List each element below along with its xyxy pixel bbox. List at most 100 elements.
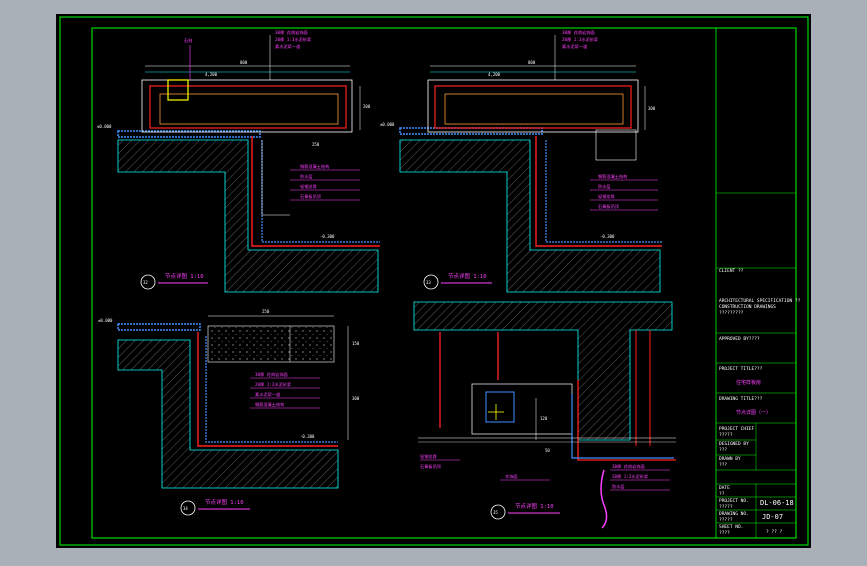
detail-2-note-6: 轻钢龙骨 [598,193,615,200]
detail-1-note-7: 石膏板吊顶 [300,193,322,200]
tb-sheet-value: ???? [719,530,730,536]
tb-client-line-2: CONSTRUCTION DRAWINGS [719,304,776,310]
detail-1-tag-circle [140,274,156,290]
detail-2-title: 节点详图 1:10 [448,272,487,280]
detail-2-box-outer [427,79,639,133]
tb-checked-label: PROJECT CHIEF [719,426,755,432]
detail-4-note-6: 防水层 [612,483,625,490]
detail-2-note-2: 20厚 1:3水泥砂浆 [562,36,599,43]
detail-1-dim-height: 200 [363,104,371,109]
detail-4-note-1: 轻钢龙骨 [420,453,437,460]
detail-4-title: 节点详图 1:10 [515,502,554,510]
outer-frame [59,16,809,546]
detail-3-concrete [117,339,339,489]
detail-1-box-outer [141,79,353,133]
detail-1-finish-strip [117,130,261,138]
detail-1-concrete [117,139,379,293]
detail-2-note-3: 素水泥浆一道 [562,43,588,50]
detail-4-note-5: 20厚 1:3水泥砂浆 [612,473,649,480]
detail-2-level-2: -0.300 [600,234,615,239]
detail-1-dim-inner: 4,200 [205,72,218,77]
detail-1-tag-number: 32 [143,280,148,285]
detail-2: 30厚 花岗岩饰面 20厚 1:3水泥砂浆 素水泥浆一道 800 4,200 3… [380,29,662,293]
detail-3-note-4: 钢筋混凝土结构 [255,401,284,408]
tb-drawn-value: ??? [719,462,727,468]
detail-3-dim-a: 150 [352,341,360,346]
detail-3-note-2: 20厚 1:3水泥砂浆 [255,381,292,388]
detail-2-tag-circle [423,274,439,290]
detail-4-dim-a: 120 [540,416,548,421]
detail-1-yellow-fixing [167,79,189,101]
tb-project-label: PROJECT TITLE??? [719,366,763,372]
detail-4-note-4: 30厚 花岗岩饰面 [612,463,645,470]
tb-code-b: JD-07 [762,513,783,521]
inner-frame [91,27,797,539]
detail-1-level: ±0.000 [97,124,112,129]
tb-drawing-label: DRAWING TITLE??? [719,396,763,402]
detail-3-note-1: 30厚 花岗岩饰面 [255,371,288,378]
tb-date-value: ?? [719,491,725,497]
detail-1-dim-offset: 250 [312,142,320,147]
detail-3-note-3: 素水泥浆一道 [255,391,281,398]
detail-2-note-5: 防水层 [598,183,611,190]
detail-1-note-4: 钢筋混凝土结构 [300,163,329,170]
tb-project-name: 住宅样板房 [736,379,761,386]
tb-project-no-value: ????? [719,504,733,510]
detail-2-dim-height: 300 [648,106,656,111]
detail-2-dim-top: 800 [528,60,536,65]
detail-3-level-2: -0.300 [300,434,315,439]
tb-page: ? ?? ? [766,529,783,535]
detail-4-tag-number: 35 [493,510,498,515]
detail-3-dim-b: 300 [352,396,360,401]
detail-1-box-red [149,85,347,129]
detail-3-title: 节点详图 1:10 [205,498,244,506]
detail-4-tag-circle [490,504,506,520]
title-block: CLIENT ?? ARCHITECTURAL SPECIFICATION ??… [715,28,801,538]
tb-designed-value: ??? [719,447,727,453]
tb-approved-label: APPROVED BY???? [719,336,760,342]
detail-1-note-3: 素水泥浆一道 [275,43,301,50]
detail-2-note-7: 石膏板吊顶 [598,203,620,210]
tb-client-line-1: ARCHITECTURAL SPECIFICATION ?? [719,298,801,304]
detail-2-box-red [434,85,632,129]
detail-4: 轻钢龙骨 石膏板吊顶 木饰面 30厚 花岗岩饰面 20厚 1:3水泥砂浆 防水层… [413,301,676,529]
tb-drawing-name: 节点详图（一） [736,409,771,416]
detail-2-tag-number: 33 [426,280,431,285]
tb-client-label: CLIENT ?? [719,268,744,274]
detail-1-note-5: 防水层 [300,173,313,180]
tb-drawing-no-value: ????? [719,517,733,523]
detail-1: 石材 30厚 花岗岩饰面 20厚 1:3水泥砂浆 素水泥浆一道 800 4,20… [97,29,380,293]
detail-1-dim-top: 800 [240,60,248,65]
tb-sheet-label: SHEET NO. [719,524,743,530]
detail-1-box-inner [159,93,339,125]
detail-2-level: ±0.000 [380,122,395,127]
detail-1-callout-top: 石材 [184,37,192,44]
detail-3: ±0.000 250 150 300 30厚 花岗岩饰面 20厚 1:3水泥砂浆… [98,309,360,516]
detail-4-note-3: 木饰面 [505,473,518,480]
detail-4-dim-b: 50 [545,448,550,453]
detail-1-red-lining [251,136,380,247]
detail-2-dim-inner: 4,200 [488,72,501,77]
detail-1-note-6: 轻钢龙骨 [300,183,317,190]
detail-1-note-1: 30厚 花岗岩饰面 [275,29,308,36]
tb-client-line-3: ????????? [719,310,744,316]
detail-2-note-1: 30厚 花岗岩饰面 [562,29,595,36]
detail-3-dim-top: 250 [262,309,270,314]
tb-code-a: DL-06-18 [760,499,794,507]
tb-checked-value: ????? [719,432,733,438]
tb-drawing-no-label: DRAWING NO. [719,511,749,517]
detail-3-tag-circle [180,500,196,516]
tb-project-no-label: PROJECT NO. [719,498,749,504]
detail-1-level-2: -0.300 [320,234,335,239]
tb-date-label: DATE [719,485,730,491]
detail-3-level: ±0.000 [98,318,113,323]
detail-4-note-2: 石膏板吊顶 [420,463,442,470]
tb-drawn-label: DRAWN BY [719,456,741,462]
detail-2-note-4: 钢筋混凝土结构 [598,173,627,180]
detail-3-tag-number: 34 [183,506,188,511]
detail-3-terrazzo [207,325,335,363]
detail-4-concrete [413,301,673,441]
tb-designed-label: DESIGNED BY [719,441,749,447]
